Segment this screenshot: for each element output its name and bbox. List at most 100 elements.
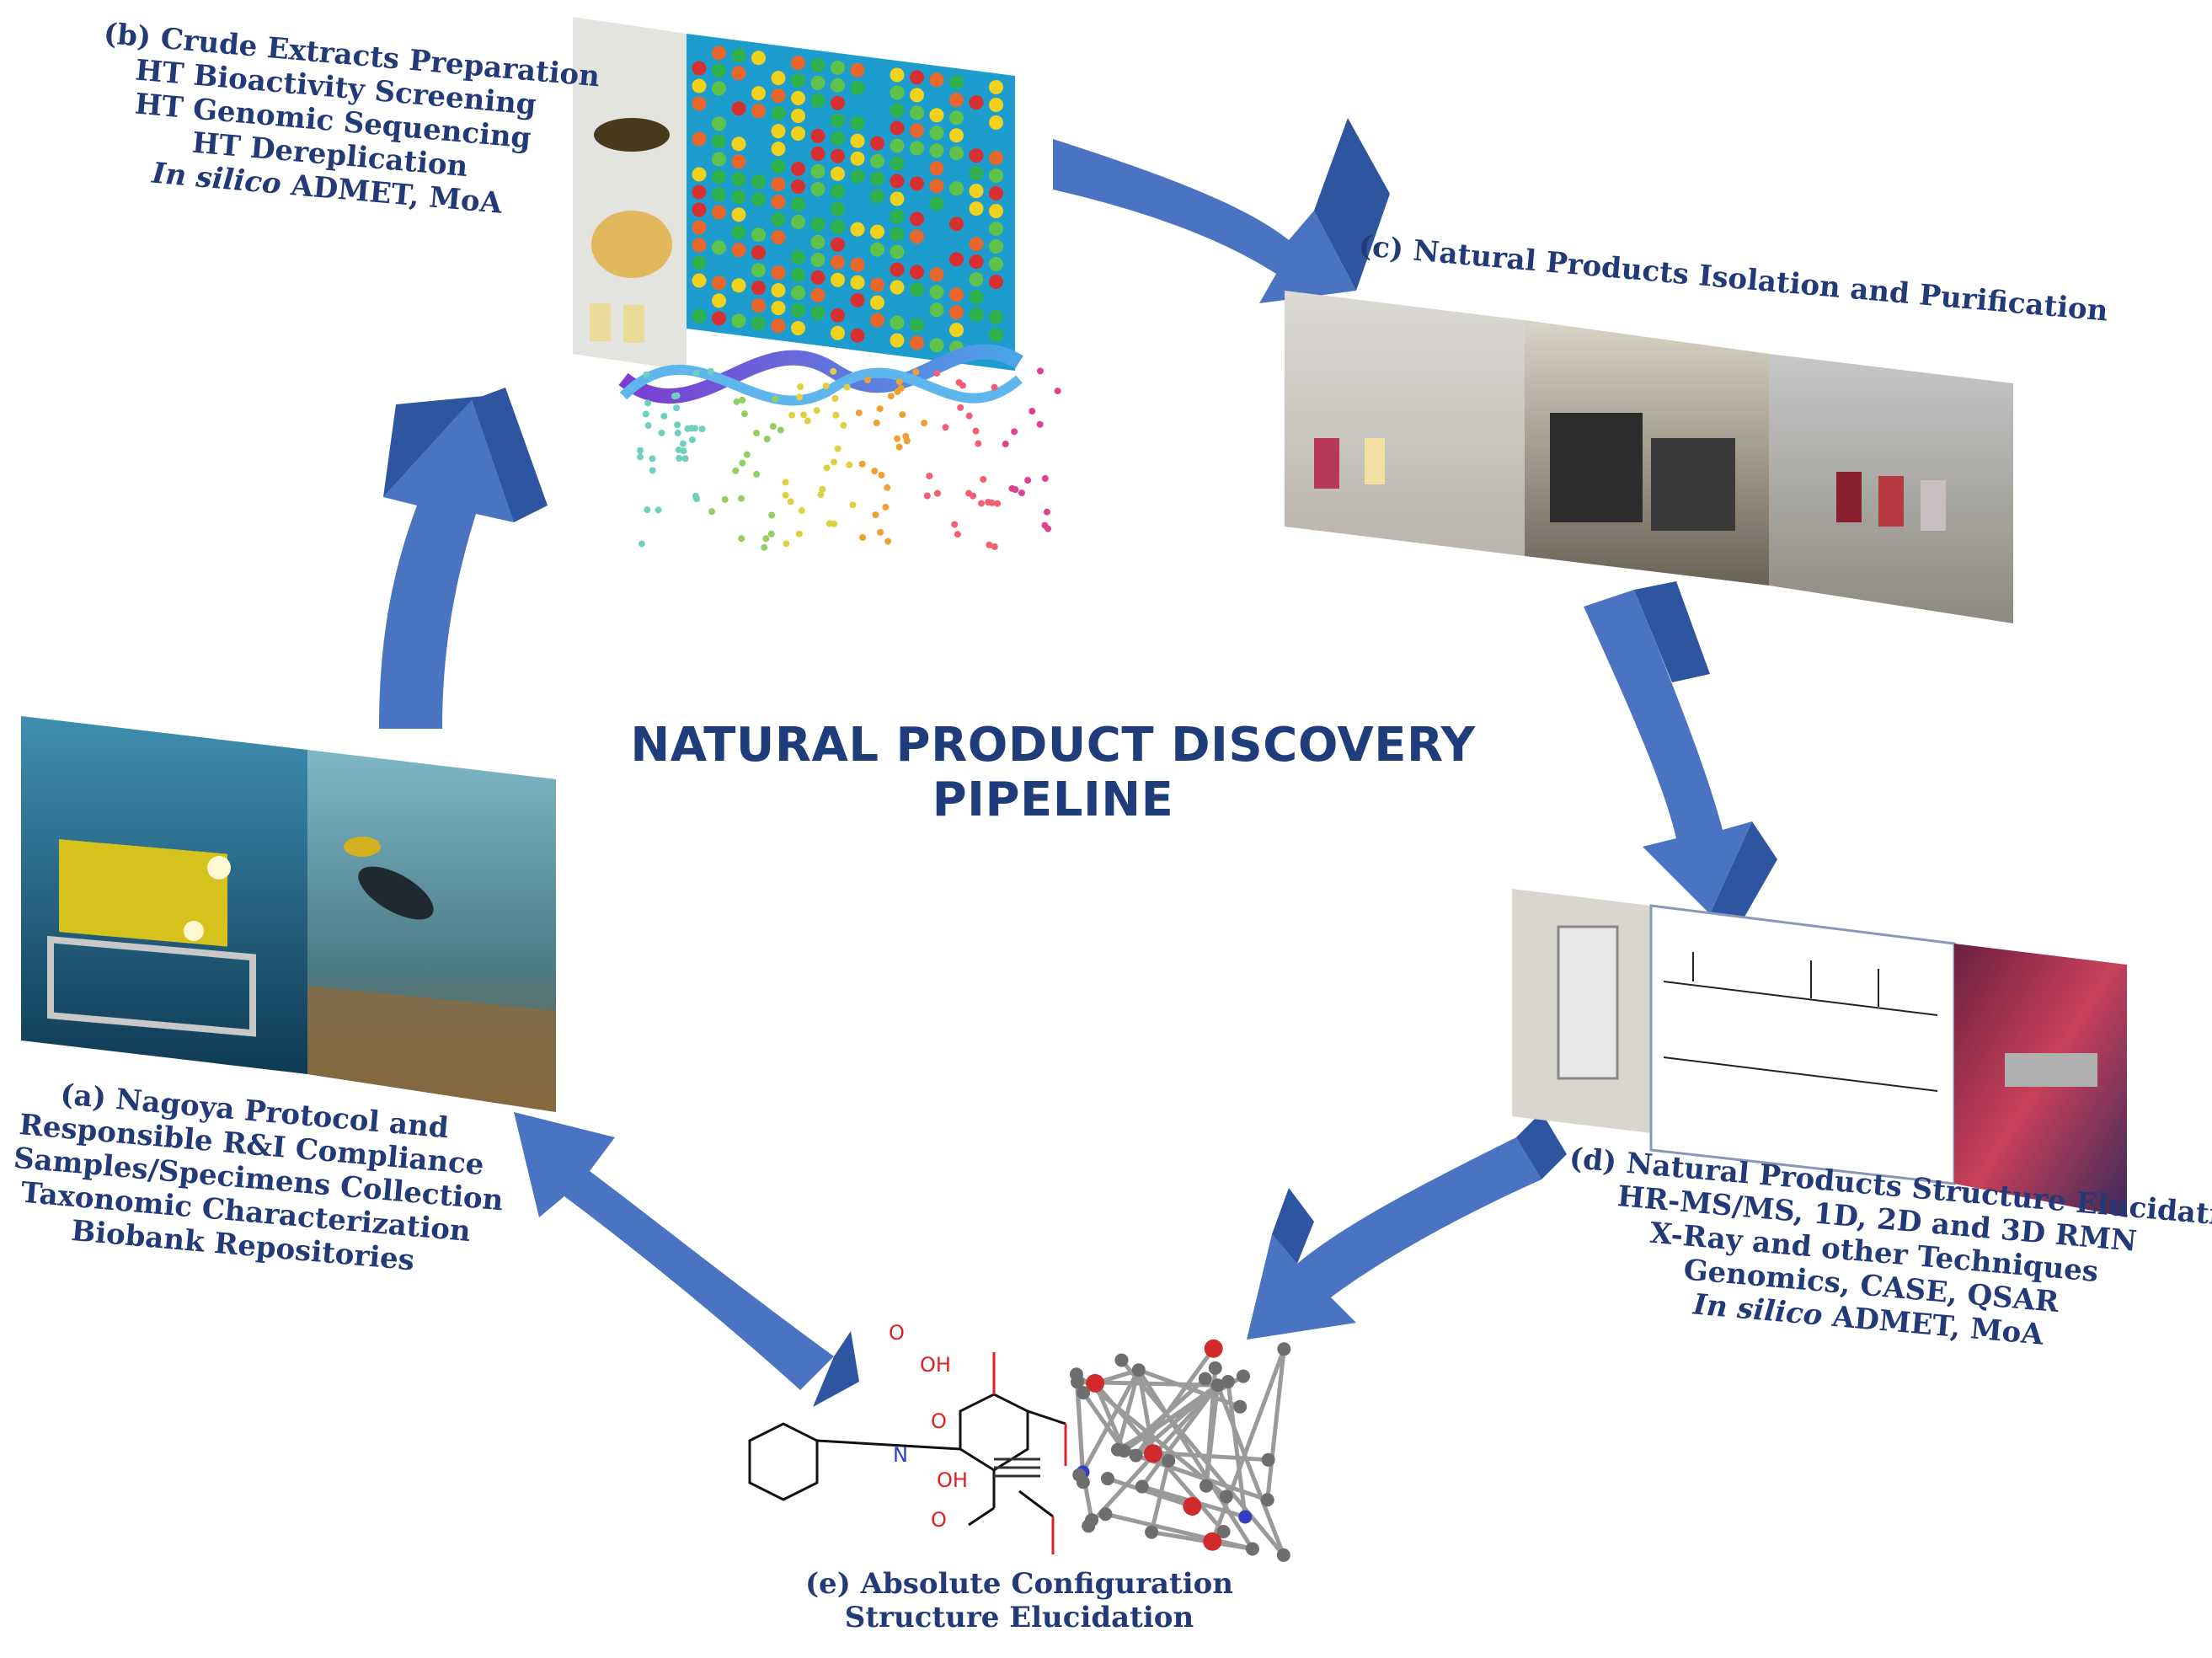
plate-well — [712, 99, 726, 114]
network-node — [876, 405, 884, 413]
plate-well — [989, 292, 1003, 307]
molecule-2d-structure — [748, 1352, 1067, 1554]
plate-well — [969, 78, 984, 93]
network-node — [739, 459, 746, 467]
network-node — [965, 412, 973, 420]
plate-well — [692, 114, 707, 129]
network-node — [649, 455, 656, 463]
arrow-e-to-a — [514, 1112, 859, 1407]
network-node — [772, 395, 779, 403]
network-node — [873, 420, 880, 427]
plate-well — [929, 214, 944, 229]
network-node — [674, 421, 681, 429]
plate-well — [751, 51, 766, 66]
atom — [1210, 1378, 1225, 1393]
plate-well — [969, 272, 984, 287]
plate-well — [989, 239, 1003, 254]
network-node — [933, 489, 941, 497]
network-node — [1036, 420, 1044, 428]
plate-well — [890, 333, 905, 348]
plate-well — [949, 110, 964, 126]
atom — [1208, 1361, 1222, 1375]
plate-well — [692, 149, 707, 164]
plate-well — [890, 138, 905, 153]
network-node — [762, 535, 770, 543]
plate-well — [731, 154, 746, 169]
plate-well — [731, 136, 746, 152]
plate-well — [910, 123, 924, 138]
plate-well — [949, 234, 964, 249]
plate-well — [692, 167, 707, 182]
plate-well — [890, 191, 905, 206]
plate-well — [910, 176, 924, 191]
plate-well — [870, 189, 884, 204]
photo-xray-diffractometer — [1954, 944, 2127, 1217]
plate-well — [751, 210, 766, 225]
network-node — [822, 382, 830, 390]
plate-well — [969, 184, 984, 199]
plate-well — [831, 325, 845, 340]
plate-well — [751, 192, 766, 207]
plate-heatmap — [687, 34, 1015, 371]
network-node — [691, 425, 698, 432]
plate-well — [810, 323, 825, 338]
plate-well — [989, 328, 1003, 342]
plate-well — [949, 270, 964, 285]
network-node — [1002, 440, 1009, 447]
bond — [1115, 1369, 1141, 1451]
plate-well — [810, 128, 825, 143]
network-node — [1008, 484, 1016, 492]
plate-well — [712, 311, 726, 326]
plate-well — [712, 205, 726, 220]
bond — [1226, 1381, 1248, 1517]
plate-well — [731, 66, 746, 81]
plate-well — [791, 286, 805, 300]
network-node — [899, 411, 906, 419]
plate-well — [929, 72, 944, 88]
plate-well — [731, 48, 746, 63]
plate-well — [831, 184, 845, 199]
network-node — [977, 500, 985, 507]
network-node — [679, 440, 687, 447]
plate-well — [910, 318, 924, 333]
network-node — [882, 503, 890, 511]
bond — [1151, 1530, 1253, 1551]
plate-well — [910, 282, 924, 297]
plate-well — [850, 115, 865, 131]
plate-well — [929, 161, 944, 176]
plate-well — [969, 290, 984, 305]
plate-well — [929, 108, 944, 123]
plate-well — [771, 124, 786, 139]
plate-well — [910, 88, 924, 103]
plate-well — [949, 305, 964, 320]
network-node — [864, 377, 872, 384]
plate-well — [831, 308, 845, 323]
network-node — [986, 541, 993, 548]
plate-well — [771, 301, 786, 316]
atom — [1085, 1513, 1099, 1527]
plate-well — [850, 328, 865, 343]
plate-well — [831, 272, 845, 287]
plate-well — [989, 115, 1003, 130]
plate-well — [870, 83, 884, 98]
bond — [1075, 1382, 1086, 1483]
network-node — [788, 411, 796, 419]
plate-well — [751, 157, 766, 172]
plate-well — [751, 104, 766, 119]
network-node — [681, 455, 689, 463]
plate-well — [712, 275, 726, 291]
plate-well — [890, 103, 905, 118]
plate-well — [910, 158, 924, 174]
plate-well — [771, 195, 786, 210]
atom — [1077, 1386, 1091, 1400]
plate-well — [831, 78, 845, 93]
arrow-a-to-b — [379, 388, 548, 729]
plate-well — [751, 174, 766, 190]
plate-well — [969, 113, 984, 128]
network-node — [740, 410, 748, 418]
plate-well — [870, 313, 884, 328]
network-node — [872, 511, 879, 519]
network-node — [783, 540, 790, 548]
plate-well — [850, 275, 865, 290]
plate-well — [810, 163, 825, 179]
